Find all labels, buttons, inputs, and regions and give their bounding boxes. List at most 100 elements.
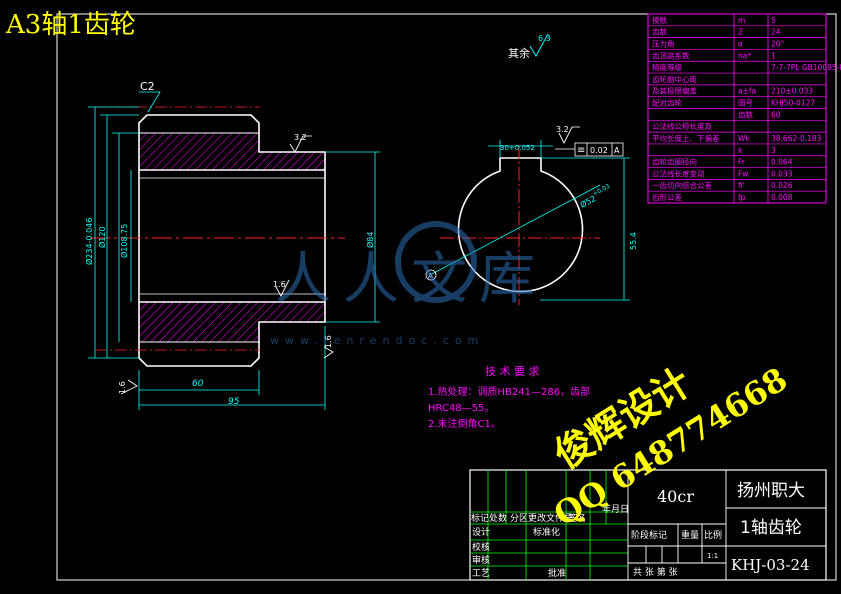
technical-requirements: 技 术 要 求 1.热处理：调质HB241—286，齿部 HRC48—55。 2… xyxy=(428,365,590,430)
tb-label: 阶段标记 xyxy=(631,529,667,541)
sheet-title: A3轴1齿轮 xyxy=(5,10,136,40)
param-name: 压力角 xyxy=(652,38,675,48)
roughness-symbol-top: 3.2 xyxy=(289,133,312,153)
roughness-check-icon xyxy=(323,346,334,359)
drawing-frame xyxy=(56,13,837,581)
tb-sheets: 共 张 第 张 xyxy=(633,566,678,578)
gear-section-view: Ø234-0.046 Ø120 Ø108.75 Ø84 60 95 C2 3.2… xyxy=(84,80,380,410)
param-symbol: Fw xyxy=(738,169,748,178)
dim-mid-dia: Ø120 xyxy=(97,226,107,248)
tech-req-title: 技 术 要 求 xyxy=(485,365,540,378)
param-name: 公法线长度变动 xyxy=(652,168,705,178)
title-block: 40cr 扬州职大 1轴齿轮 KHJ-03-24 标记 处数 分区 更改文件号 … xyxy=(469,469,827,581)
dim-bore-dia: Ø108.75 xyxy=(119,224,129,258)
dim-outer-dia: Ø234-0.046 xyxy=(84,218,94,265)
param-name: 配对齿轮 xyxy=(652,98,682,108)
param-name: 模数 xyxy=(652,15,667,25)
param-value: 38.662-0.183 xyxy=(771,134,822,143)
roughness-top-value: 3.2 xyxy=(294,133,307,142)
param-symbol: k xyxy=(738,146,743,155)
tb-label: 审核 xyxy=(472,554,490,566)
param-symbol: m xyxy=(738,16,745,25)
tb-label: 重量 xyxy=(681,529,699,541)
tb-label: 批准 xyxy=(548,567,566,579)
tb-label: 更改文件号 xyxy=(528,512,573,524)
param-symbol: fp xyxy=(738,193,746,202)
roughness-bottom-value: 1.6 xyxy=(324,335,333,348)
roughness-check-icon xyxy=(289,135,304,153)
dim-hub-length: 60 xyxy=(192,379,204,389)
param-value: 7-7-7PL GB10095-88 xyxy=(771,63,841,72)
param-symbol: fi' xyxy=(738,181,745,190)
param-name: 齿顶高系数 xyxy=(652,50,690,60)
tech-req-line: HRC48—55。 xyxy=(428,403,494,414)
param-value: 3 xyxy=(771,146,776,155)
roughness-symbol-mid: 1.6 xyxy=(273,279,290,297)
tb-label: 签名 xyxy=(568,512,586,524)
param-name: 及其极限偏差 xyxy=(652,86,697,96)
tb-label: 处数 xyxy=(489,512,507,524)
param-value: 0.064 xyxy=(771,158,793,167)
param-value: KHJ50-0127 xyxy=(771,99,815,108)
param-symbol: Fr xyxy=(738,158,746,167)
param-value: 0.026 xyxy=(771,181,793,190)
school-name: 扬州职大 xyxy=(737,481,805,501)
bore-outline xyxy=(457,157,584,293)
tb-label: 分区 xyxy=(510,513,528,524)
drawing-number: KHJ-03-24 xyxy=(731,556,810,574)
tb-scale: 1:1 xyxy=(707,552,718,560)
tb-label: 标准化 xyxy=(533,526,560,538)
param-symbol: α xyxy=(738,39,743,48)
param-name: 齿数 xyxy=(652,27,667,37)
param-name: 齿轮副中心距 xyxy=(652,74,697,84)
roughness-check-icon xyxy=(558,126,573,145)
tolerance-frame: ≡ 0.02 A xyxy=(555,142,624,157)
watermark-url: www.renrendoc.com xyxy=(270,334,484,347)
roughness-symbol-icon xyxy=(529,33,549,58)
param-name: 齿形公差 xyxy=(652,192,682,202)
param-value: 210±0.033 xyxy=(771,87,813,96)
param-name: 公法线公称长度及 xyxy=(652,121,712,131)
tech-req-line: 2.未注倒角C1。 xyxy=(428,417,501,430)
param-value: 5 xyxy=(771,16,776,25)
roughness-mid-value: 1.6 xyxy=(273,280,286,289)
chamfer-label: C2 xyxy=(140,80,155,93)
param-symbol: 图号 xyxy=(738,99,753,108)
tb-label: 标记 xyxy=(471,512,489,524)
param-value: 20° xyxy=(771,39,785,48)
tb-label: 校核 xyxy=(472,541,490,553)
tolerance-value: 0.02 xyxy=(590,146,608,155)
chamfer-leader xyxy=(139,91,161,113)
tb-label: 比例 xyxy=(704,529,722,541)
param-name: 平均长度上、下偏差 xyxy=(652,133,720,143)
datum-label: A xyxy=(428,272,433,280)
param-value: 0.033 xyxy=(771,169,793,178)
param-name: 一齿切向综合公差 xyxy=(652,180,712,190)
logo-circle-icon xyxy=(395,221,477,303)
tech-req-line: 1.热处理：调质HB241—286，齿部 xyxy=(428,385,590,398)
hatch-lower-hub xyxy=(259,302,325,322)
roughness-note-label: 其余 xyxy=(508,46,530,60)
datum-circle-icon xyxy=(425,269,437,281)
symmetry-icon: ≡ xyxy=(577,145,585,156)
param-symbol: 齿数 xyxy=(738,109,753,119)
roughness-note: 其余 6.3 xyxy=(508,33,551,60)
roughness-symbol-left: 1.6 xyxy=(118,379,138,395)
bore-dia-tol: +0.03 xyxy=(592,183,612,198)
tb-label: 设计 xyxy=(472,526,490,538)
watermark-logo-text: 人人文库 xyxy=(275,247,547,312)
param-value: 24 xyxy=(771,28,781,37)
dim-total-length: 95 xyxy=(228,397,240,407)
roughness-left-value: 1.6 xyxy=(118,381,127,394)
param-value: 0.008 xyxy=(771,193,793,202)
tb-label: 工艺 xyxy=(472,568,490,579)
bore-roughness-value: 3.2 xyxy=(556,125,569,134)
param-name: 齿轮齿圈径向 xyxy=(652,157,697,167)
hatch-upper-gear xyxy=(139,133,259,170)
roughness-check-icon xyxy=(120,379,138,395)
material: 40cr xyxy=(657,487,694,506)
roughness-note-value: 6.3 xyxy=(538,34,551,43)
tolerance-datum: A xyxy=(614,146,620,155)
